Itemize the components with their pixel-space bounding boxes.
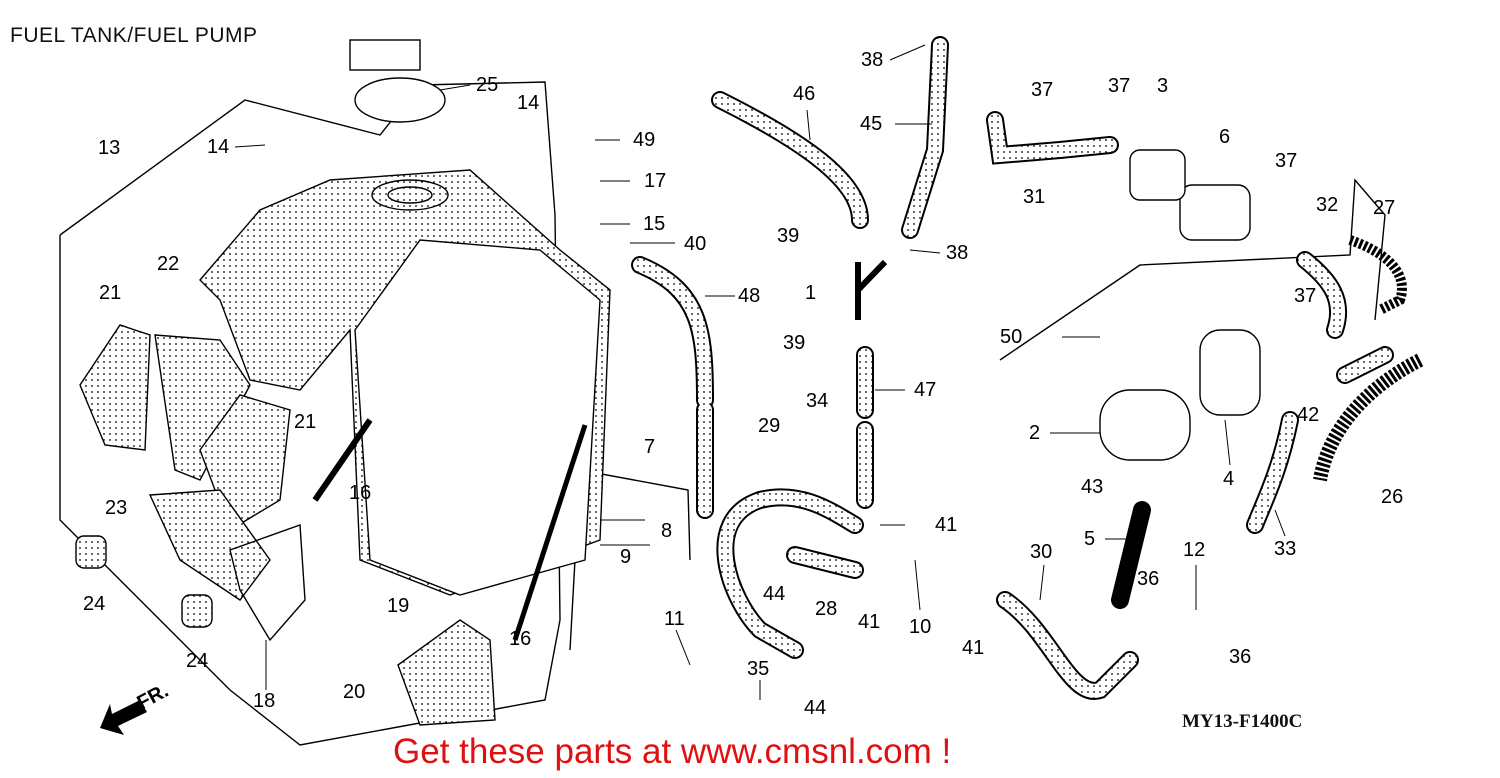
callout-38: 38	[946, 242, 969, 264]
pad-20	[397, 619, 496, 726]
callout-36: 36	[1137, 568, 1160, 590]
callout-24: 24	[83, 593, 106, 615]
callout-9: 9	[620, 546, 632, 568]
callout-5: 5	[1084, 528, 1096, 550]
callout-28: 28	[815, 598, 838, 620]
callout-44: 44	[804, 697, 827, 719]
callout-30: 30	[1030, 541, 1053, 563]
callout-43: 43	[1081, 476, 1104, 498]
filter-holder	[1129, 149, 1186, 201]
callout-16: 16	[509, 628, 532, 650]
callout-35: 35	[747, 658, 770, 680]
callout-45: 45	[860, 113, 883, 135]
callout-31: 31	[1023, 186, 1046, 208]
callout-16: 16	[349, 482, 372, 504]
callout-21: 21	[99, 282, 122, 304]
callout-15: 15	[643, 213, 666, 235]
callout-39: 39	[777, 225, 800, 247]
callout-41: 41	[858, 611, 881, 633]
callout-21: 21	[294, 411, 317, 433]
callout-40: 40	[684, 233, 707, 255]
callout-22: 22	[157, 253, 180, 275]
diagram-code: MY13-F1400C	[1182, 711, 1303, 732]
callout-8: 8	[661, 520, 673, 542]
callout-49: 49	[633, 129, 656, 151]
callout-39: 39	[783, 332, 806, 354]
callout-42: 42	[1297, 404, 1320, 426]
callout-2: 2	[1029, 422, 1041, 444]
callout-27: 27	[1373, 197, 1396, 219]
callout-24: 24	[186, 650, 209, 672]
callout-41: 41	[935, 514, 958, 536]
callout-50: 50	[1000, 326, 1023, 348]
callout-32: 32	[1316, 194, 1339, 216]
fuel-cap	[354, 77, 446, 123]
rubber-24b	[181, 594, 213, 628]
callout-3: 3	[1157, 75, 1169, 97]
callout-17: 17	[644, 170, 667, 192]
callout-41: 41	[962, 637, 985, 659]
callout-33: 33	[1274, 538, 1297, 560]
callout-29: 29	[758, 415, 781, 437]
t-joint	[855, 259, 888, 320]
coil-26	[1313, 353, 1424, 482]
strip-16	[312, 418, 373, 502]
callout-14: 14	[207, 136, 230, 158]
callout-10: 10	[909, 616, 932, 638]
callout-46: 46	[793, 83, 816, 105]
fuel-filter	[1179, 184, 1251, 241]
callout-48: 48	[738, 285, 761, 307]
callout-14: 14	[517, 92, 540, 114]
callout-18: 18	[253, 690, 276, 712]
diagram-title: FUEL TANK/FUEL PUMP	[10, 24, 258, 47]
callout-12: 12	[1183, 539, 1206, 561]
callout-37: 37	[1294, 285, 1317, 307]
callout-47: 47	[914, 379, 937, 401]
strip-16b	[512, 424, 588, 641]
seal-18	[229, 524, 306, 642]
callout-34: 34	[806, 390, 829, 412]
callout-23: 23	[105, 497, 128, 519]
callout-13: 13	[98, 137, 121, 159]
pump-group-outline	[999, 178, 1386, 361]
callout-7: 7	[644, 436, 656, 458]
callout-19: 19	[387, 595, 410, 617]
callout-11: 11	[664, 608, 685, 630]
tank-cover	[354, 239, 601, 596]
callout-4: 4	[1223, 468, 1235, 490]
callout-44: 44	[763, 583, 786, 605]
callout-6: 6	[1219, 126, 1231, 148]
pad-23	[148, 489, 271, 601]
callout-37: 37	[1275, 150, 1298, 172]
callout-1: 1	[805, 282, 817, 304]
coil-27	[1348, 235, 1407, 315]
callout-26: 26	[1381, 486, 1404, 508]
callout-25: 25	[476, 74, 499, 96]
fuel-pump	[1099, 389, 1191, 461]
callout-37: 37	[1108, 75, 1131, 97]
front-arrow-icon	[100, 700, 147, 735]
callout-36: 36	[1229, 646, 1252, 668]
rubber-24	[75, 535, 107, 569]
pad-21	[79, 324, 151, 451]
promo-link-text[interactable]: Get these parts at www.cmsnl.com !	[393, 732, 952, 771]
filler-neck	[371, 179, 449, 211]
callout-20: 20	[343, 681, 366, 703]
hoses	[631, 36, 1394, 700]
callout-37: 37	[1031, 79, 1054, 101]
pump-holder	[1199, 329, 1261, 416]
callout-38: 38	[861, 49, 884, 71]
